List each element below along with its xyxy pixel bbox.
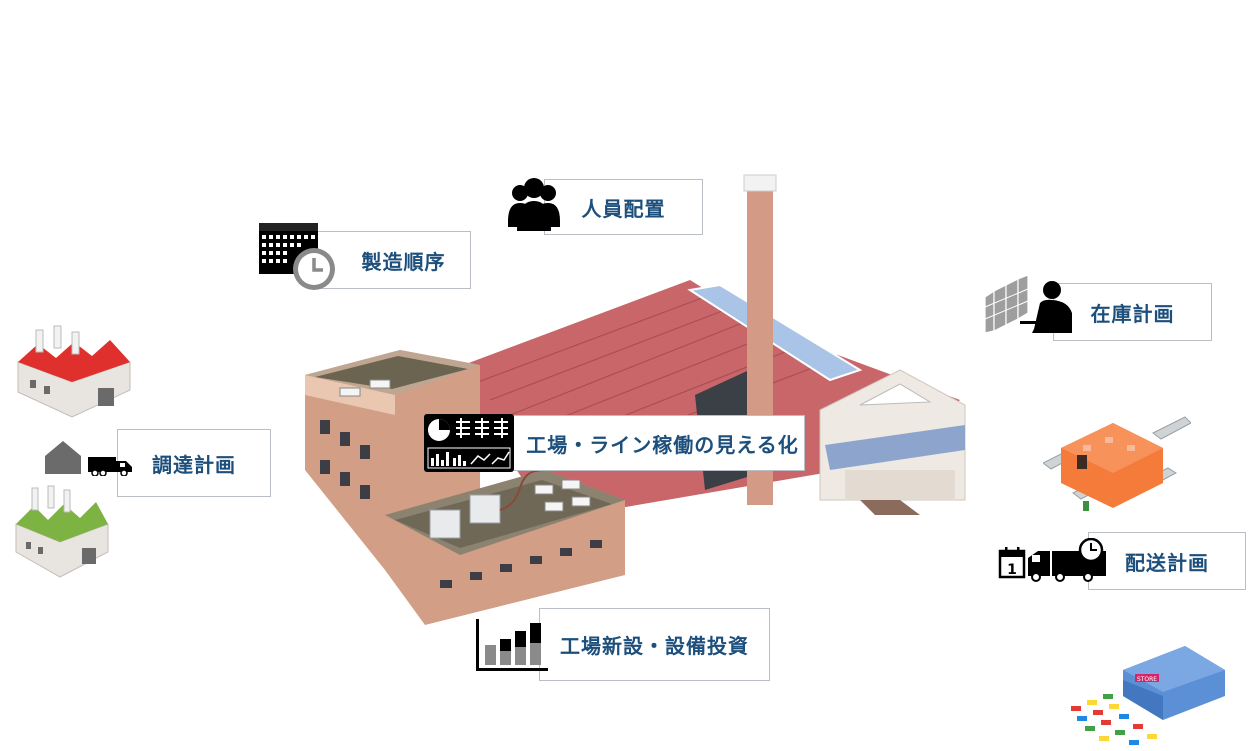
calendar-truck-clock-icon: 1	[998, 538, 1106, 582]
people-group-icon	[508, 178, 560, 231]
staffing-text: 人員配置	[581, 196, 666, 221]
procurement-plan-text: 調達計画	[152, 452, 236, 477]
supplier-factory-green	[15, 485, 109, 578]
supplier-factory-red	[17, 325, 131, 418]
investment-text: 工場新設・設備投資	[560, 634, 749, 658]
distribution-warehouse	[1043, 416, 1191, 511]
warehouse-truck-icon	[45, 441, 132, 476]
delivery-plan-text: 配送計画	[1125, 550, 1209, 575]
svg-text:1: 1	[1007, 562, 1017, 578]
dashboard-icon	[424, 414, 514, 472]
visualization-text: 工場・ライン稼働の見える化	[526, 432, 799, 457]
visualization-label: 工場・ライン稼働の見える化	[490, 415, 805, 471]
procurement-plan-label: 調達計画	[117, 429, 271, 497]
inventory-plan-label: 在庫計画	[1053, 283, 1212, 341]
delivery-plan-label: 配送計画	[1088, 532, 1246, 590]
bar-chart-icon	[476, 619, 548, 671]
production-sequence-label: 製造順序	[316, 231, 471, 289]
store-sign: STORE	[1137, 676, 1157, 683]
retail-store: STORE	[1071, 646, 1225, 745]
calendar-clock-icon	[259, 223, 335, 290]
staffing-label: 人員配置	[544, 179, 703, 235]
inventory-plan-text: 在庫計画	[1090, 301, 1175, 326]
investment-label: 工場新設・設備投資	[539, 608, 770, 681]
stock-worker-icon	[984, 274, 1072, 334]
production-sequence-text: 製造順序	[361, 249, 446, 274]
